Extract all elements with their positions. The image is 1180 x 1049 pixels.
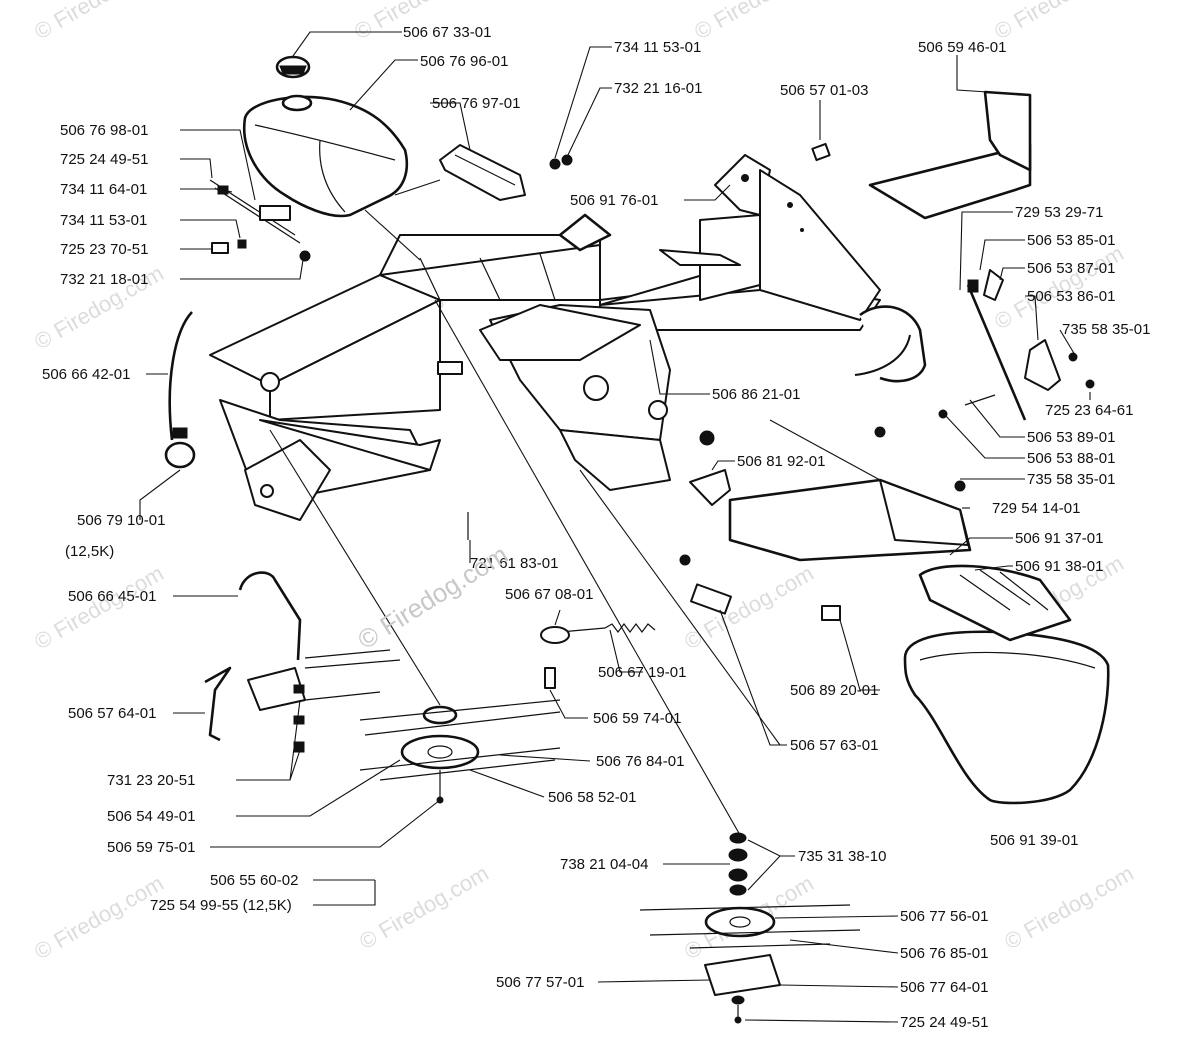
part-label: 506 66 42-01	[42, 366, 130, 383]
part-label: 506 86 21-01	[712, 386, 800, 403]
part-label: 506 91 38-01	[1015, 558, 1103, 575]
part-label: 506 76 98-01	[60, 122, 148, 139]
rear-cover	[679, 426, 1110, 805]
part-label: 506 59 75-01	[107, 839, 195, 856]
part-label: 506 91 76-01	[570, 192, 658, 209]
part-label: 506 77 56-01	[900, 908, 988, 925]
part-label: 506 91 39-01	[990, 832, 1078, 849]
part-label: 506 91 37-01	[1015, 530, 1103, 547]
watermark-layer: © Firedog.com © Firedog.com © Firedog.co…	[30, 0, 1138, 964]
seat-plate	[811, 90, 1032, 220]
hinge-bracket	[439, 144, 573, 201]
part-label: 506 76 84-01	[596, 753, 684, 770]
part-label: 506 67 08-01	[505, 586, 593, 603]
part-label: 506 81 92-01	[737, 453, 825, 470]
watermark: © Firedog.com	[1000, 860, 1138, 954]
part-label: 506 67 33-01	[403, 24, 491, 41]
watermark: © Firedog.com	[30, 870, 168, 964]
watermark: © Firedog.com	[355, 860, 493, 954]
part-label: 738 21 04-04	[560, 856, 648, 873]
part-label: 506 53 85-01	[1027, 232, 1115, 249]
watermark-main: © Firedog.com	[352, 539, 513, 655]
part-label: 729 53 29-71	[1015, 204, 1103, 221]
part-labels: 506 67 33-01 506 76 96-01 506 76 98-01 7…	[42, 24, 1150, 1031]
part-label: 506 76 96-01	[420, 53, 508, 70]
part-label: 506 53 87-01	[1027, 260, 1115, 277]
watermark: © Firedog.com	[690, 0, 828, 44]
chassis-frame	[209, 154, 927, 521]
part-label: 506 67 19-01	[598, 664, 686, 681]
watermark: © Firedog.com	[30, 0, 168, 44]
part-label: 506 54 49-01	[107, 808, 195, 825]
part-label: 506 57 63-01	[790, 737, 878, 754]
part-label: 506 77 57-01	[496, 974, 584, 991]
part-label: 506 79 10-01	[77, 512, 165, 529]
brake-linkage	[938, 269, 1095, 421]
part-label: 725 23 70-51	[60, 241, 148, 258]
leader-lines	[139, 31, 1091, 1023]
part-label: 506 77 64-01	[900, 979, 988, 996]
watermark: © Firedog.com	[30, 560, 168, 654]
part-label: 725 54 99-55 (12,5K)	[150, 897, 292, 914]
part-label: 734 11 53-01	[614, 39, 701, 56]
part-label: 506 66 45-01	[68, 588, 156, 605]
part-label: 732 21 18-01	[60, 271, 148, 288]
part-label: 506 53 86-01	[1027, 288, 1115, 305]
drive-pulley-left	[359, 699, 561, 804]
part-label: 506 57 64-01	[68, 705, 156, 722]
fuel-tank	[209, 55, 409, 262]
part-label: 735 31 38-10	[798, 848, 886, 865]
watermark: © Firedog.com	[680, 560, 818, 654]
part-label: 731 23 20-51	[107, 772, 195, 789]
part-label: 506 89 20-01	[790, 682, 878, 699]
throttle-cable	[164, 311, 196, 469]
drive-pulley-lower	[639, 832, 861, 1024]
part-label: 506 55 60-02	[210, 872, 298, 889]
part-label: 732 21 16-01	[614, 80, 702, 97]
watermark: © Firedog.com	[990, 0, 1128, 44]
part-label: 506 76 97-01	[432, 95, 520, 112]
part-label: 506 59 46-01	[918, 39, 1006, 56]
part-label: 506 53 88-01	[1027, 450, 1115, 467]
part-label: 506 76 85-01	[900, 945, 988, 962]
part-label: 725 24 49-51	[60, 151, 148, 168]
part-label: 506 58 52-01	[548, 789, 636, 806]
part-label: 729 54 14-01	[992, 500, 1080, 517]
part-label: 506 57 01-03	[780, 82, 868, 99]
part-label: 506 53 89-01	[1027, 429, 1115, 446]
lever-parts	[204, 571, 401, 753]
part-label: 735 58 35-01	[1062, 321, 1150, 338]
part-label: 735 58 35-01	[1027, 471, 1115, 488]
part-label: 734 11 53-01	[60, 212, 147, 229]
part-label: 721 61 83-01	[470, 555, 558, 572]
part-label: 506 59 74-01	[593, 710, 681, 727]
part-label: (12,5K)	[65, 543, 114, 560]
shaft-parts	[467, 430, 732, 689]
part-label: 725 23 64-61	[1045, 402, 1133, 419]
part-label: 734 11 64-01	[60, 181, 147, 198]
part-label: 725 24 49-51	[900, 1014, 988, 1031]
